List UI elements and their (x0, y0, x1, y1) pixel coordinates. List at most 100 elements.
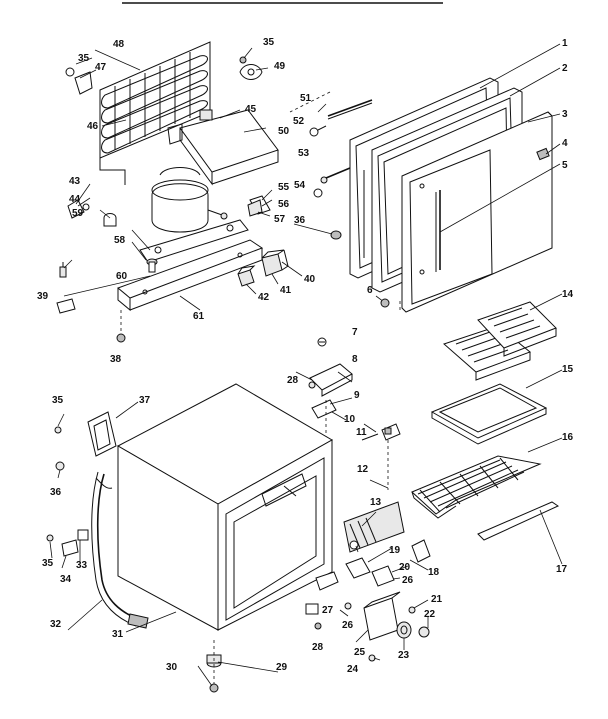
clip-part (239, 56, 263, 80)
chiller-tray (430, 383, 548, 445)
compressor (151, 167, 228, 233)
callout-18: 18 (428, 567, 440, 578)
callout-31: 31 (112, 629, 124, 640)
callout-3: 3 (562, 109, 568, 120)
callout-1: 1 (562, 38, 568, 49)
callout-54: 54 (294, 180, 306, 191)
callout-13: 13 (370, 497, 382, 508)
callout-27: 27 (322, 605, 334, 616)
callout-10: 10 (344, 414, 356, 425)
callout-40: 40 (304, 274, 316, 285)
cap-tube-clip (103, 213, 117, 227)
callout-45: 45 (245, 104, 257, 115)
callout-34: 34 (60, 574, 72, 585)
condenser-coil (99, 41, 211, 185)
callout-12: 12 (357, 464, 369, 475)
callout-11: 11 (356, 427, 367, 438)
callout-61: 61 (193, 311, 205, 322)
screw-icon (54, 426, 62, 434)
callout-39: 39 (37, 291, 49, 302)
callout-21: 21 (431, 594, 443, 605)
power-cord (91, 471, 149, 629)
callout-17: 17 (556, 564, 568, 575)
callout-51: 51 (300, 93, 312, 104)
callout-19: 19 (389, 545, 401, 556)
callout-35a: 35 (78, 53, 90, 64)
callout-4: 4 (562, 138, 568, 149)
callout-46: 46 (87, 121, 99, 132)
callout-33: 33 (76, 560, 88, 571)
hinge-bracket (308, 381, 337, 419)
compressor-base-rail (117, 239, 264, 312)
switch-housing (345, 557, 395, 587)
bracket-foot (56, 298, 76, 314)
callout-49: 49 (274, 61, 286, 72)
callout-38: 38 (110, 354, 122, 365)
callout-42: 42 (258, 292, 270, 303)
screw-part (59, 262, 67, 278)
callout-20: 20 (399, 562, 411, 573)
washer-part (313, 188, 323, 198)
callout-2: 2 (562, 63, 568, 74)
cabinet (116, 383, 334, 631)
callout-53: 53 (298, 148, 310, 159)
callout-14: 14 (562, 289, 574, 300)
callout-32: 32 (50, 619, 62, 630)
leveling-leg (206, 640, 222, 693)
grommet-part (146, 258, 158, 273)
leg-foot (305, 603, 322, 630)
hinge-pin (309, 125, 327, 137)
callout-43: 43 (69, 176, 81, 187)
callout-48: 48 (113, 39, 125, 50)
compressor-mounting-plate (167, 109, 279, 186)
overload-protector (237, 265, 256, 287)
cam-shaft (361, 433, 379, 441)
compressor-base-plate (139, 219, 249, 263)
callout-36b: 36 (50, 487, 62, 498)
hinge-screw-icon (380, 298, 390, 308)
callout-26b: 26 (342, 620, 354, 631)
callout-8: 8 (352, 354, 358, 365)
callout-36a: 36 (294, 215, 306, 226)
wire-shelf (411, 455, 542, 519)
cabinet-hinge-bottom (315, 571, 339, 591)
callout-37: 37 (139, 395, 151, 406)
callout-16: 16 (562, 432, 574, 443)
drain-cap (418, 626, 430, 638)
callout-23: 23 (398, 650, 410, 661)
door-stop-bar (320, 167, 351, 184)
callout-55: 55 (278, 182, 290, 193)
callout-58: 58 (114, 235, 126, 246)
callout-29: 29 (276, 662, 288, 673)
callout-35c: 35 (52, 395, 64, 406)
screw-icon-lower (46, 534, 54, 542)
top-hinge (309, 363, 353, 397)
callout-15: 15 (562, 364, 574, 375)
callout-52: 52 (293, 116, 305, 127)
back-cover-plate (87, 411, 117, 457)
callout-30: 30 (166, 662, 178, 673)
callout-35d: 35 (42, 558, 54, 569)
callout-5: 5 (562, 160, 568, 171)
thermostat-knob (381, 423, 401, 441)
hinge-screw (317, 337, 327, 347)
door-rod (327, 99, 373, 120)
callout-50: 50 (278, 126, 290, 137)
callout-60: 60 (116, 271, 128, 282)
callout-28b: 28 (312, 642, 324, 653)
callout-22: 22 (424, 609, 436, 620)
callout-47: 47 (95, 62, 107, 73)
small-screw-21 (408, 606, 416, 614)
leveling-screw (116, 310, 126, 343)
callout-25: 25 (354, 647, 366, 658)
cord-clip (77, 529, 89, 541)
callout-35b: 35 (263, 37, 275, 48)
callout-41: 41 (280, 285, 292, 296)
cord-strain-relief (61, 539, 79, 557)
thermostat-bracket (411, 539, 431, 563)
drain-box (363, 591, 401, 641)
door-handle-trim (409, 149, 493, 305)
callout-9: 9 (354, 390, 360, 401)
ice-tray-right (477, 301, 557, 357)
